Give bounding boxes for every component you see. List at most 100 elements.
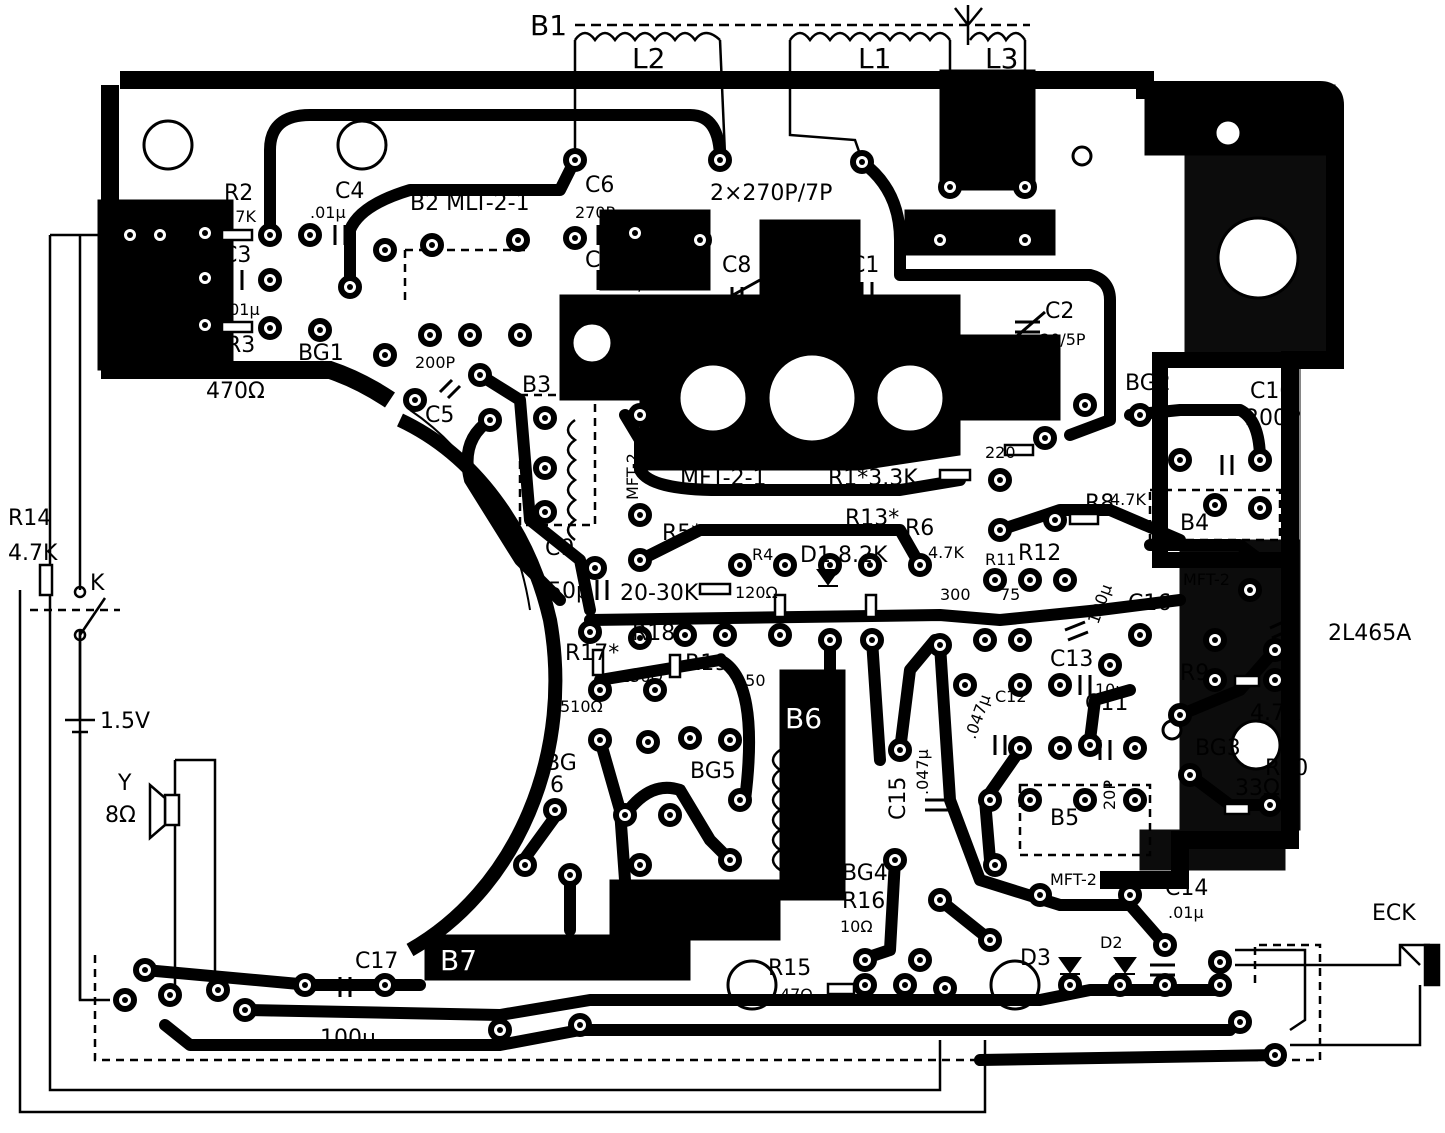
pad-hole [1027,797,1033,803]
pad-hole [727,857,733,863]
pad-hole [542,465,548,471]
cap-c14 [1150,963,1175,977]
cap-c3 [230,270,244,290]
wire-dashed-box [93,943,1322,1062]
copper-right-column [1139,149,1336,871]
label-r75: 75 [1000,585,1020,604]
speaker-cone [148,782,167,841]
label-r120: 120Ω [735,583,778,602]
trace [474,369,596,616]
pad-hole [202,322,208,328]
pad-hole [167,992,173,998]
pad-hole [1137,632,1143,638]
wire-left-rail [48,233,942,1092]
label-c7v: 15/3P [618,275,664,294]
trace [866,634,886,766]
pad-hole [382,352,388,358]
pad-hole [572,235,578,241]
pad-hole [1212,637,1218,643]
diode-symbols [816,569,1137,975]
copper-b7-block [424,934,691,981]
label-r150b: 150 [735,671,766,690]
pad-hole [597,687,603,693]
pad-hole [1272,677,1278,683]
hole [1071,145,1093,167]
pad-hole [637,557,643,563]
hole [874,362,946,434]
label-r15v: 47Ω [780,985,813,1004]
label-c47: .047μ [961,692,995,742]
label-r300: 300 [940,585,971,604]
cap-c1 [860,282,874,302]
coil-b6 [771,748,783,872]
label-r8: R8 [1085,491,1114,516]
label-bg3: BG3 [1195,736,1241,761]
label-c2: C2 [1045,299,1074,324]
hole [677,362,749,434]
pad-hole [1132,797,1138,803]
label-r6v: 4.7K [928,543,964,562]
label-c11v: 10μ [1095,680,1126,699]
pad-hole [592,565,598,571]
external-wiring [18,5,1430,1114]
trace [619,409,966,496]
pad-hole [867,562,873,568]
label-r11: R11 [985,550,1016,569]
pad-hole [1177,457,1183,463]
pad-hole [202,230,208,236]
wire-eck-2 [1235,943,1430,967]
pad-hole [412,397,418,403]
label-bg2: BG2 [1125,371,1171,396]
diode-d3 [1058,957,1082,975]
label-b7: B7 [440,944,477,977]
pad-hole [1027,577,1033,583]
pad-hole [127,232,133,238]
pad-hole [1267,802,1273,808]
diode-d2 [1113,957,1137,975]
pad-hole [1132,745,1138,751]
label-bg6: BG [545,751,577,776]
b5-outline [1018,783,1152,857]
pad-hole [307,232,313,238]
label-r150a: 150Ω [620,667,663,686]
label-c6: C6 [585,173,614,198]
diode-d1 [816,569,840,587]
cap-c8 [714,278,761,307]
hole [1216,216,1300,300]
copper-c8-block [759,219,861,296]
jack-spring [1399,944,1421,966]
wire-speaker [173,758,217,990]
pad-hole [1162,942,1168,948]
pad-hole [1017,745,1023,751]
pad-hole [382,982,388,988]
resistor-r13 [864,593,878,619]
pad-hole [215,987,221,993]
pad-hole [997,477,1003,483]
pad-hole [637,635,643,641]
label-c9v: 50μ [548,579,590,604]
pad-hole [1082,402,1088,408]
cap-c17 [338,977,352,997]
pad-hole [267,232,273,238]
cap-c6 [596,225,610,245]
label-r9: R9 [1180,661,1209,686]
pad-hole [892,857,898,863]
trace [344,154,581,291]
label-eck: ECK [1372,901,1416,926]
pad-hole [542,415,548,421]
resistor-r10 [1223,802,1251,816]
label-r18: R18 [632,621,675,646]
trace [856,156,1116,441]
speaker-cutout-inner [409,409,531,611]
label-l2: L2 [632,42,665,75]
label-r16v: 10Ω [840,917,873,936]
label-mft2b: MFT-2 [1183,570,1230,589]
pad-hole [587,629,593,635]
pad-hole [917,562,923,568]
resistor-r9 [1233,674,1261,688]
wire-eck-3 [1290,985,1422,1047]
trace [159,1019,1236,1051]
wire-l2-right [718,39,727,156]
label-r2v: 4.7K [220,207,256,226]
pad-hole [1107,662,1113,668]
